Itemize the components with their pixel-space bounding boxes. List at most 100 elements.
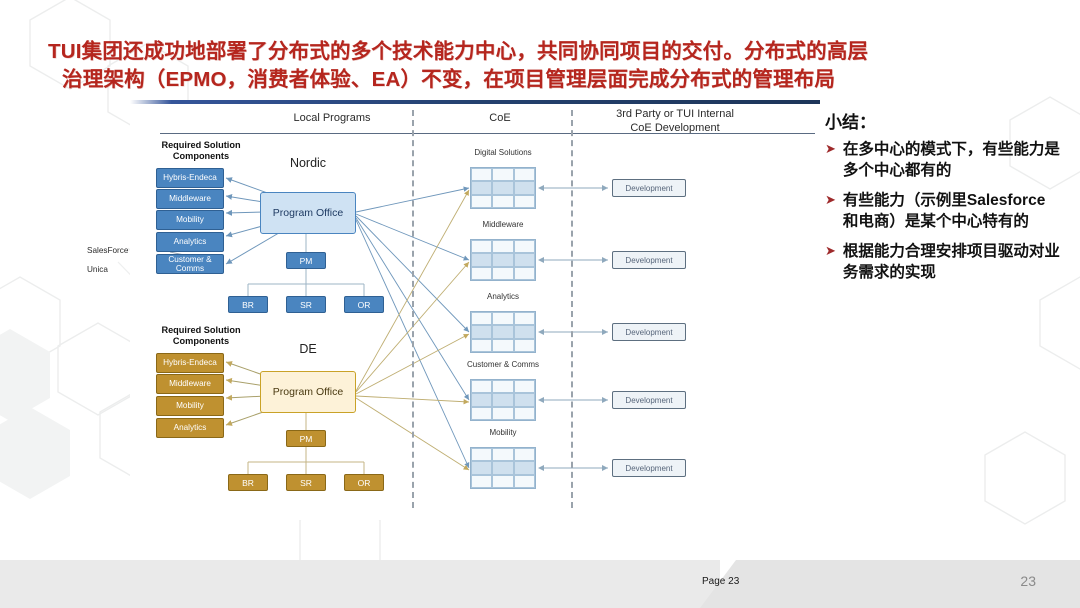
grid-cell xyxy=(471,312,493,326)
de-component-hybris-endeca: Hybris-Endeca xyxy=(156,353,224,373)
nordic-component-middleware: Middleware xyxy=(156,189,224,209)
development-box-digital-solutions: Development xyxy=(612,179,686,197)
capability-center-diagram: Local Programs CoE 3rd Party or TUI Inte… xyxy=(87,100,820,520)
development-box-analytics: Development xyxy=(612,323,686,341)
summary-bullet-2: ➤ 有些能力（示例里Salesforce和电商）是某个中心特有的 xyxy=(825,190,1060,232)
summary-panel: 小结： ➤ 在多中心的模式下，有些能力是多个中心都有的 ➤ 有些能力（示例里Sa… xyxy=(825,108,1060,292)
grid-cell xyxy=(492,181,514,195)
title-line-1: TUI集团还成功地部署了分布式的多个技术能力中心，共同协同项目的交付。分布式的高… xyxy=(48,40,869,63)
de-required-components-label: Required Solution Components xyxy=(161,325,241,346)
external-source-salesforce: SalesForce xyxy=(87,246,129,255)
divider-local-coe xyxy=(412,110,414,508)
coe-grid-mobility xyxy=(470,447,536,489)
grid-cell xyxy=(513,393,535,407)
development-box-customer-comms: Development xyxy=(612,391,686,409)
nordic-program-office: Program Office xyxy=(260,192,356,234)
nordic-component-customer-comms: Customer & Comms xyxy=(156,254,224,274)
grid-cell xyxy=(492,461,514,475)
slide-number: 23 xyxy=(1020,573,1036,589)
coe-grid-customer-comms xyxy=(470,379,536,421)
center-name-de: DE xyxy=(299,342,317,356)
grid-cell xyxy=(513,194,535,208)
coe-label-customer-comms: Customer & Comms xyxy=(466,360,539,369)
grid-cell xyxy=(492,194,514,208)
grid-cell xyxy=(513,325,535,339)
grid-cell xyxy=(513,474,535,488)
grid-cell xyxy=(492,312,514,326)
grid-cell xyxy=(471,168,493,182)
grid-cell xyxy=(471,393,493,407)
nordic-role-or: OR xyxy=(344,296,384,313)
column-header-coe: CoE xyxy=(489,112,511,124)
de-role-br: BR xyxy=(228,474,268,491)
coe-grid-digital-solutions xyxy=(470,167,536,209)
grid-cell xyxy=(513,266,535,280)
grid-cell xyxy=(471,406,493,420)
grid-cell xyxy=(513,338,535,352)
development-box-middleware: Development xyxy=(612,251,686,269)
coe-grid-analytics xyxy=(470,311,536,353)
footer: Page 23 23 xyxy=(0,560,1080,608)
coe-label-digital-solutions: Digital Solutions xyxy=(474,148,532,157)
summary-bullet-1-text: 在多中心的模式下，有些能力是多个中心都有的 xyxy=(842,141,1060,179)
grid-cell xyxy=(513,380,535,394)
nordic-pm: PM xyxy=(286,252,326,269)
de-role-or: OR xyxy=(344,474,384,491)
external-source-unica: Unica xyxy=(87,265,108,274)
grid-cell xyxy=(492,240,514,254)
grid-cell xyxy=(513,406,535,420)
summary-bullet-1: ➤ 在多中心的模式下，有些能力是多个中心都有的 xyxy=(825,139,1060,181)
footer-page-label: Page 23 xyxy=(702,576,740,587)
grid-cell xyxy=(492,393,514,407)
grid-cell xyxy=(492,474,514,488)
grid-cell xyxy=(513,253,535,267)
column-header-third-party-line1: 3rd Party or TUI Internal xyxy=(616,108,734,120)
coe-label-mobility: Mobility xyxy=(489,428,517,437)
nordic-role-sr: SR xyxy=(286,296,326,313)
summary-title: 小结： xyxy=(825,113,876,132)
nordic-component-mobility: Mobility xyxy=(156,210,224,230)
divider-coe-development xyxy=(571,110,573,508)
grid-cell xyxy=(513,168,535,182)
grid-cell xyxy=(471,338,493,352)
grid-cell xyxy=(513,461,535,475)
grid-cell xyxy=(471,266,493,280)
summary-bullet-3-text: 根据能力合理安排项目驱动对业务需求的实现 xyxy=(842,243,1060,281)
nordic-component-hybris-endeca: Hybris-Endeca xyxy=(156,168,224,188)
de-component-mobility: Mobility xyxy=(156,396,224,416)
grid-cell xyxy=(492,406,514,420)
bullet-arrow-icon: ➤ xyxy=(825,192,836,207)
nordic-required-components-label: Required Solution Components xyxy=(161,140,241,161)
nordic-component-analytics: Analytics xyxy=(156,232,224,252)
grid-cell xyxy=(492,448,514,462)
grid-cell xyxy=(471,380,493,394)
development-box-mobility: Development xyxy=(612,459,686,477)
grid-cell xyxy=(471,194,493,208)
grid-cell xyxy=(471,474,493,488)
grid-cell xyxy=(513,448,535,462)
summary-bullet-2-text: 有些能力（示例里Salesforce和电商）是某个中心特有的 xyxy=(842,192,1046,230)
de-component-middleware: Middleware xyxy=(156,374,224,394)
nordic-role-br: BR xyxy=(228,296,268,313)
column-header-local-programs: Local Programs xyxy=(293,112,371,124)
grid-cell xyxy=(471,253,493,267)
grid-cell xyxy=(471,325,493,339)
grid-cell xyxy=(492,380,514,394)
summary-bullet-3: ➤ 根据能力合理安排项目驱动对业务需求的实现 xyxy=(825,241,1060,283)
footer-left-band xyxy=(0,560,720,608)
grid-cell xyxy=(513,240,535,254)
coe-grid-middleware xyxy=(470,239,536,281)
coe-label-middleware: Middleware xyxy=(482,220,524,229)
grid-cell xyxy=(492,253,514,267)
column-header-third-party-line2: CoE Development xyxy=(630,122,720,134)
de-component-analytics: Analytics xyxy=(156,418,224,438)
grid-cell xyxy=(492,168,514,182)
bullet-arrow-icon: ➤ xyxy=(825,141,836,156)
grid-cell xyxy=(471,240,493,254)
grid-cell xyxy=(492,338,514,352)
de-program-office: Program Office xyxy=(260,371,356,413)
bullet-arrow-icon: ➤ xyxy=(825,243,836,258)
page-title: TUI集团还成功地部署了分布式的多个技术能力中心，共同协同项目的交付。分布式的高… xyxy=(48,38,1038,94)
center-name-nordic: Nordic xyxy=(289,156,327,170)
footer-right-band xyxy=(700,560,1080,608)
